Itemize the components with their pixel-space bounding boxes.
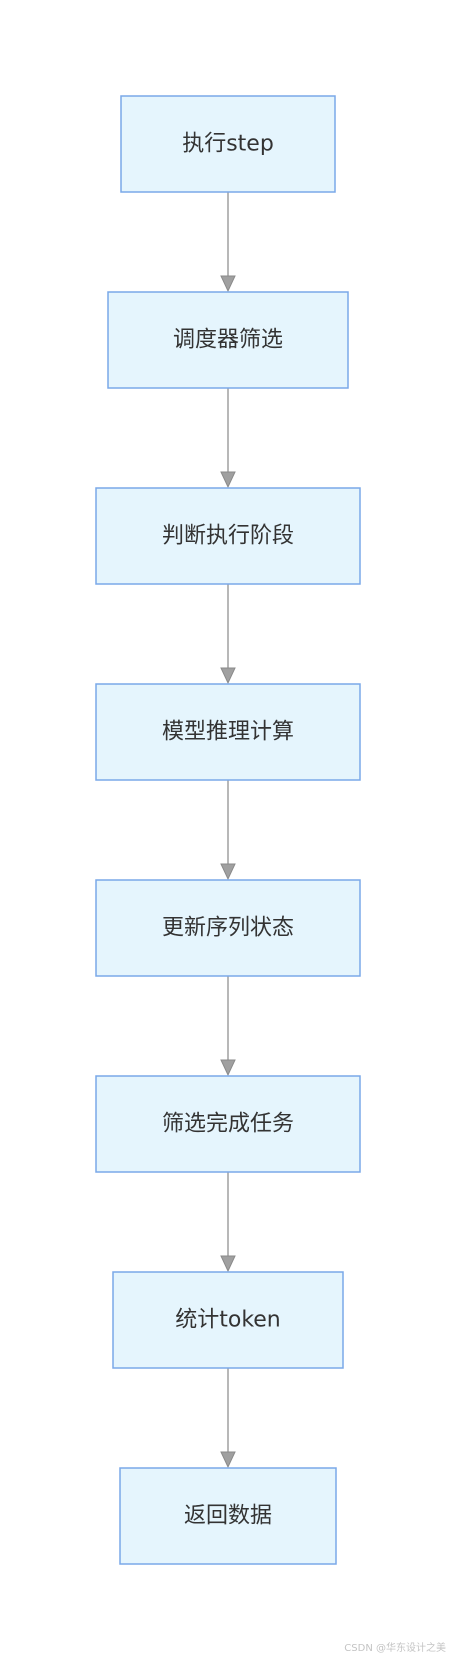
flowchart-edge-6: [220, 1172, 236, 1273]
node-label: 筛选完成任务: [162, 1112, 294, 1137]
node-label: 统计token: [175, 1308, 281, 1333]
flowchart-node-5: 更新序列状态: [95, 879, 361, 977]
watermark: CSDN @华东设计之美: [344, 1643, 446, 1654]
flowchart-node-6: 筛选完成任务: [95, 1075, 361, 1173]
flowchart-edge-3: [220, 584, 236, 685]
flowchart-node-4: 模型推理计算: [95, 683, 361, 781]
edges-layer: [220, 192, 236, 1469]
arrowhead: [220, 471, 236, 489]
arrowhead: [220, 1255, 236, 1273]
node-box: [95, 1075, 361, 1173]
arrowhead: [220, 667, 236, 685]
node-box: [95, 487, 361, 585]
nodes-layer: 执行step 调度器筛选判断执行阶段模型推理计算更新序列状态筛选完成任务统计tok…: [95, 95, 361, 1565]
flowchart-node-1: 执行step: [120, 95, 336, 193]
node-box: [112, 1271, 344, 1369]
node-box: [95, 879, 361, 977]
flowchart-edge-7: [220, 1368, 236, 1469]
node-label: 返回数据: [184, 1504, 272, 1529]
arrowhead: [220, 275, 236, 293]
node-label: 调度器筛选: [173, 328, 283, 353]
flowchart-node-3: 判断执行阶段: [95, 487, 361, 585]
flowchart-edge-4: [220, 780, 236, 881]
node-label: 更新序列状态: [162, 916, 294, 941]
arrowhead: [220, 1451, 236, 1469]
flowchart-edge-2: [220, 388, 236, 489]
node-box: [95, 683, 361, 781]
node-label: 执行step: [182, 132, 274, 157]
flowchart-node-7: 统计token: [112, 1271, 344, 1369]
node-box: [119, 1467, 337, 1565]
arrowhead: [220, 1059, 236, 1077]
arrowhead: [220, 863, 236, 881]
node-box: [107, 291, 349, 389]
node-label: 判断执行阶段: [162, 524, 294, 549]
node-label: 模型推理计算: [162, 720, 294, 745]
flowchart-edge-1: [220, 192, 236, 293]
flowchart-node-2: 调度器筛选: [107, 291, 349, 389]
node-box: [120, 95, 336, 193]
flowchart-node-8: 返回数据: [119, 1467, 337, 1565]
flowchart-edge-5: [220, 976, 236, 1077]
